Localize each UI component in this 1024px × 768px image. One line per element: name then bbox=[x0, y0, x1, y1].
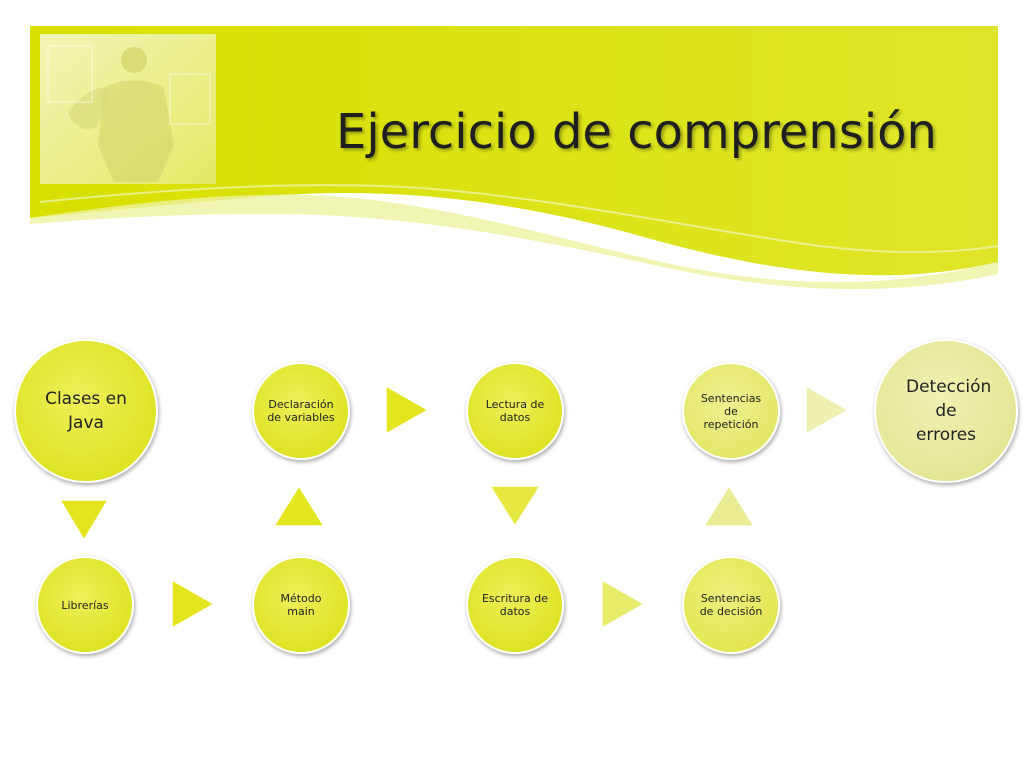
arrow-up-metodo-declaracion bbox=[272, 484, 326, 527]
arrow-right-escritura-decision bbox=[601, 578, 646, 630]
arrow-up-decision-repeticion bbox=[702, 484, 756, 527]
header-image bbox=[40, 34, 216, 184]
header-wave-line bbox=[39, 184, 999, 254]
header-banner bbox=[30, 26, 999, 290]
arrow-right-librerias-metodo bbox=[171, 578, 216, 630]
slide-title: Ejercicio de comprensión bbox=[336, 104, 937, 160]
node-declaracion-de-variables: Declaración de variables bbox=[252, 362, 350, 460]
arrow-down-lectura-escritura bbox=[488, 485, 542, 528]
node-sentencias-de-decision: Sentencias de decisión bbox=[682, 556, 780, 654]
node-escritura-de-datos: Escritura de datos bbox=[466, 556, 564, 654]
node-lectura-de-datos: Lectura de datos bbox=[466, 362, 564, 460]
node-metodo-main: Método main bbox=[252, 556, 350, 654]
arrow-right-declaracion-lectura bbox=[385, 384, 430, 436]
header-wave-light bbox=[30, 194, 998, 290]
node-sentencias-de-repeticion: Sentencias de repetición bbox=[682, 362, 780, 460]
header-background bbox=[30, 26, 998, 276]
node-clases-en-java: Clases en Java bbox=[14, 339, 158, 483]
arrow-down-clases-librerias bbox=[58, 499, 110, 542]
node-librerias: Librerías bbox=[36, 556, 134, 654]
arrow-right-repeticion-deteccion bbox=[805, 384, 850, 436]
node-deteccion-de-errores: Detección de errores bbox=[874, 339, 1018, 483]
